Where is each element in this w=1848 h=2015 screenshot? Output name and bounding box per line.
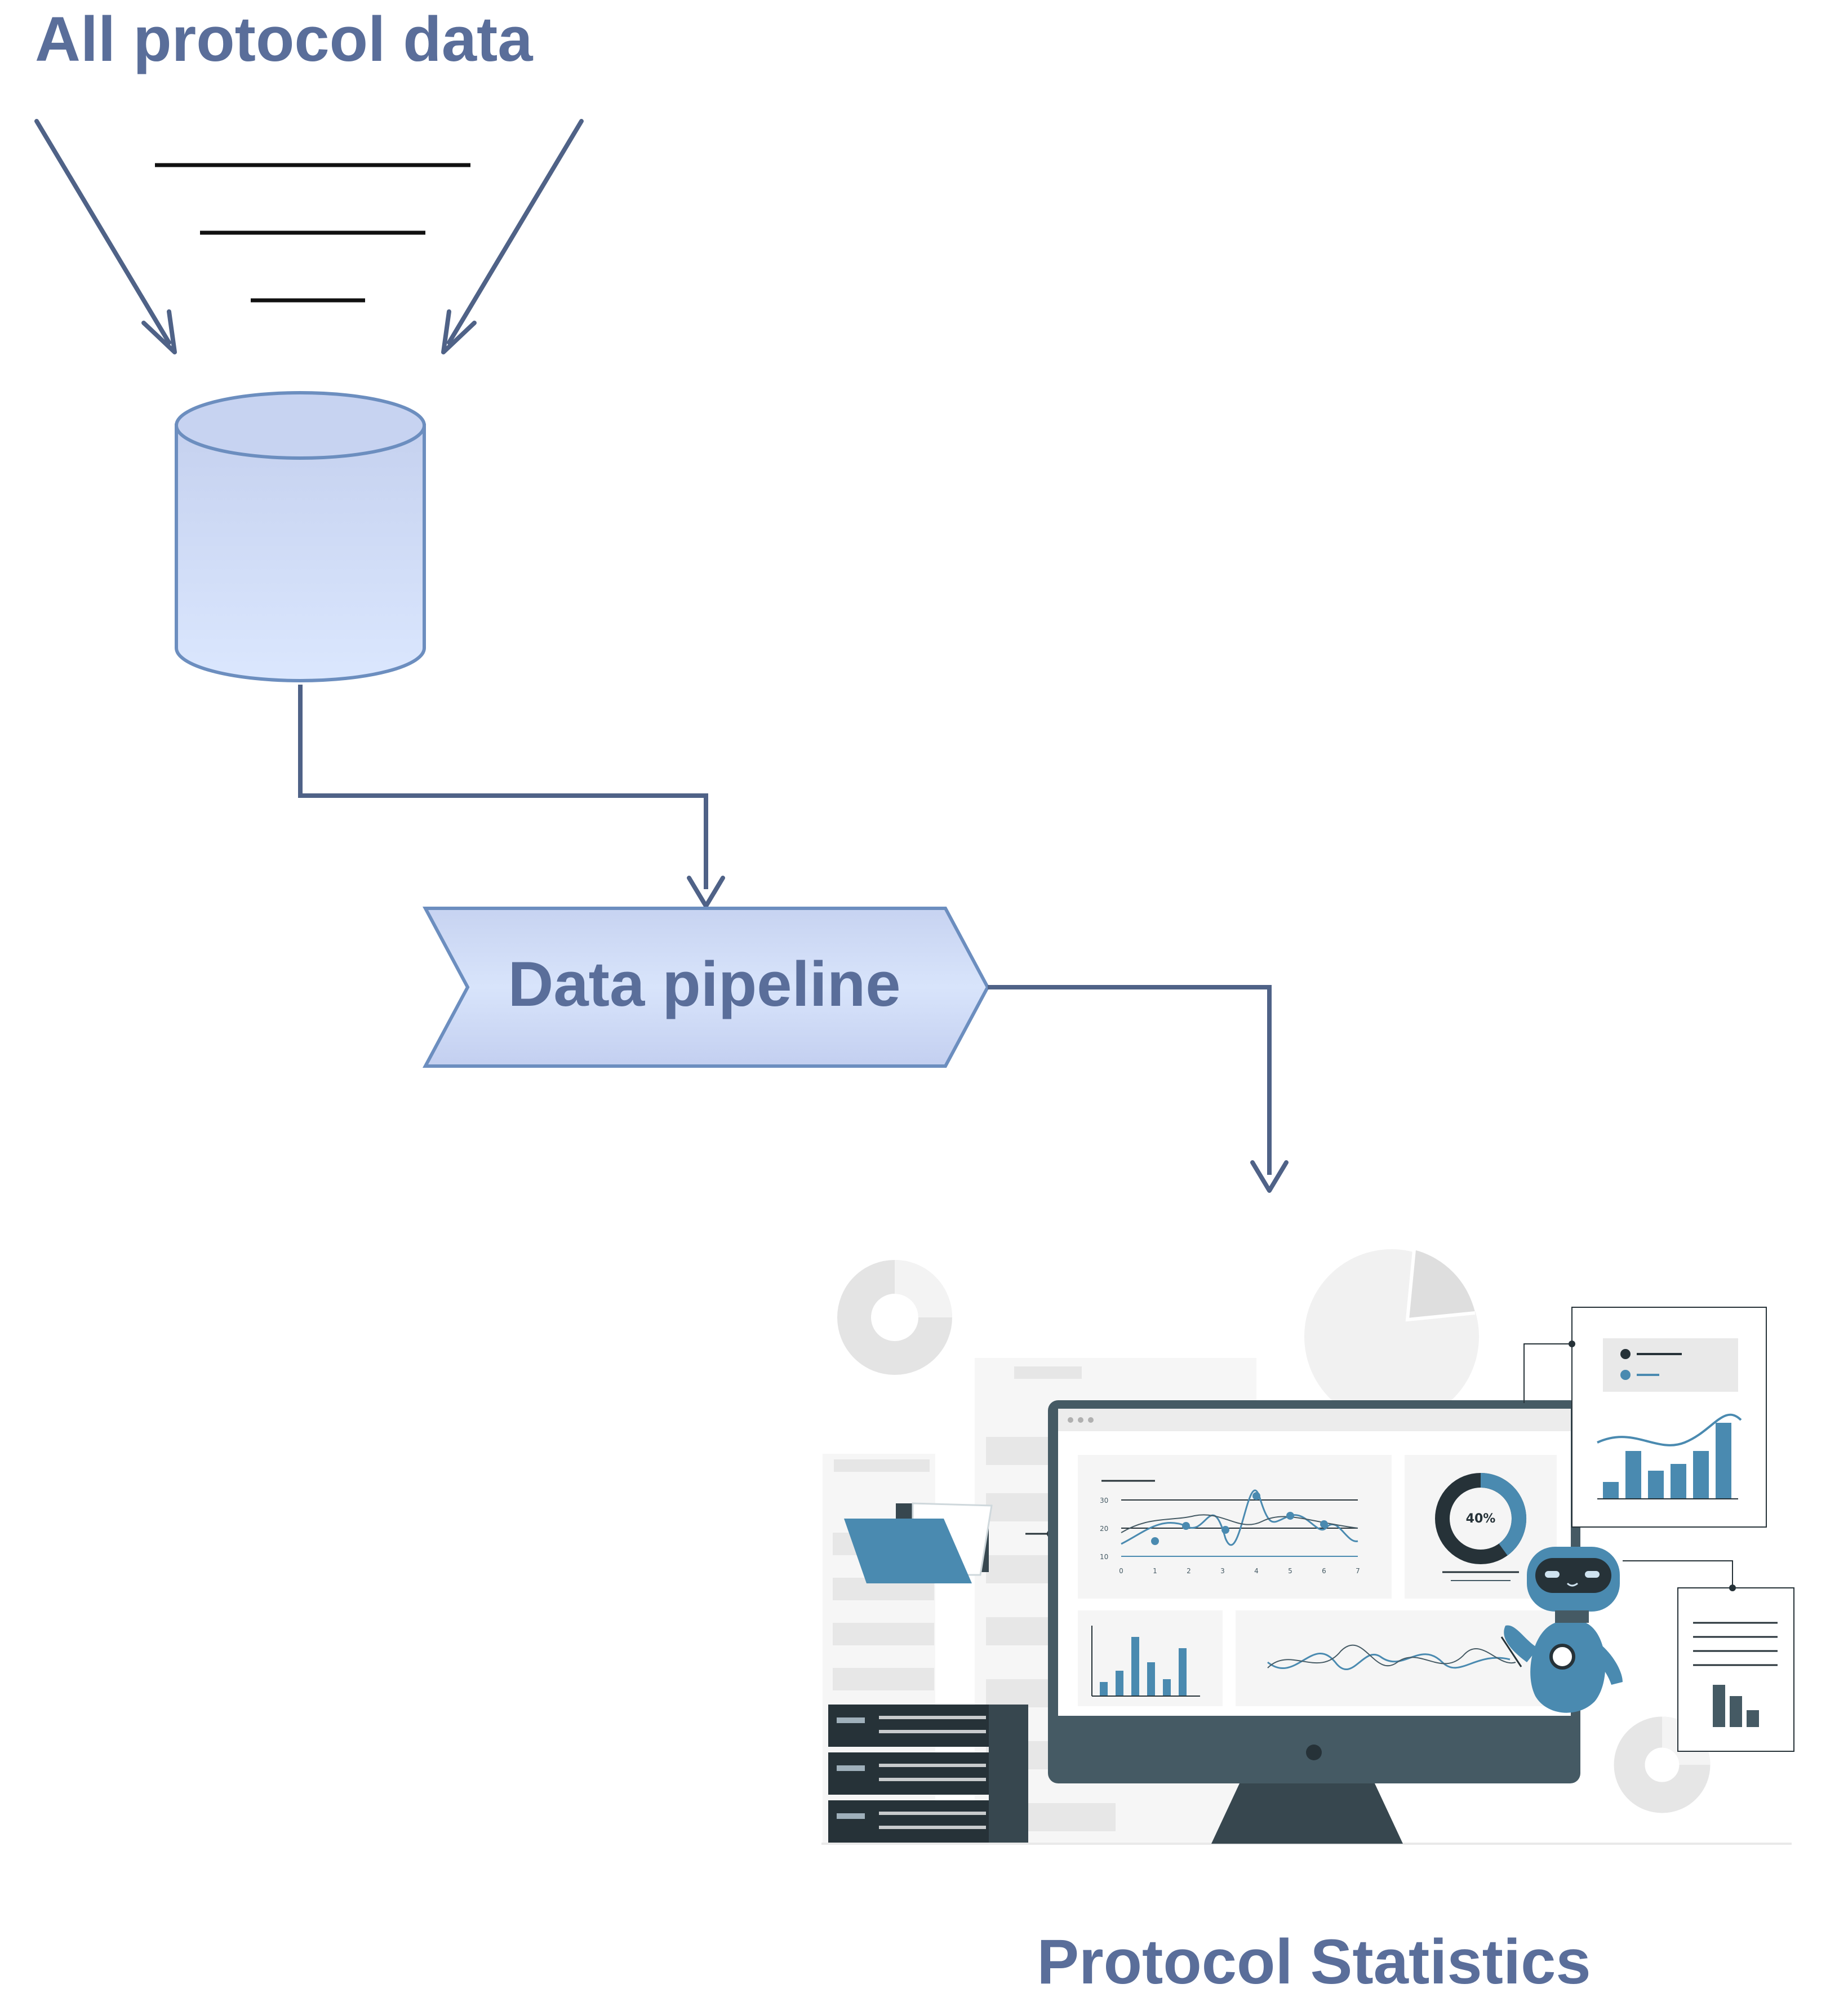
data-pipeline-step: Data pipeline <box>422 907 990 1068</box>
folder-icon <box>844 1502 1055 1583</box>
right-arrowhead <box>441 309 477 354</box>
bg-pie-chart <box>1304 1249 1479 1424</box>
pipeline-label: Data pipeline <box>508 949 900 1019</box>
x-tick-2: 2 <box>1187 1567 1191 1575</box>
right-input-arrow <box>447 119 584 345</box>
x-tick-4: 4 <box>1254 1567 1259 1575</box>
x-tick-5: 5 <box>1288 1567 1292 1575</box>
x-tick-6: 6 <box>1322 1567 1326 1575</box>
y-tick-10: 10 <box>1100 1553 1108 1561</box>
output-title: Protocol Statistics <box>1037 1927 1591 1997</box>
line-chart-x-ticks: 0 1 2 3 4 5 6 7 <box>1119 1567 1360 1575</box>
x-tick-1: 1 <box>1153 1567 1157 1575</box>
line-chart-y-ticks: 30 20 10 <box>1100 1497 1108 1561</box>
server-rack-icon <box>828 1705 1028 1843</box>
robot-icon <box>1500 1547 1623 1713</box>
database-icon <box>175 391 426 682</box>
bg-donut-chart <box>837 1260 952 1375</box>
y-tick-20: 20 <box>1100 1525 1108 1533</box>
left-arrowhead <box>141 309 177 354</box>
x-tick-7: 7 <box>1356 1567 1360 1575</box>
data-lines <box>155 163 470 303</box>
x-tick-3: 3 <box>1220 1567 1225 1575</box>
monitor-icon: 30 20 10 0 1 2 <box>1048 1400 1580 1844</box>
left-input-arrow <box>34 119 171 345</box>
donut-label: 40% <box>1466 1512 1496 1526</box>
input-title: All protocol data <box>35 4 533 74</box>
x-tick-0: 0 <box>1119 1567 1123 1575</box>
pipeline-to-stats-connector <box>988 985 1289 1193</box>
db-to-pipeline-connector <box>298 685 725 908</box>
statistics-illustration: 30 20 10 0 1 2 <box>821 1249 1794 1845</box>
y-tick-30: 30 <box>1100 1497 1108 1504</box>
input-arrows <box>34 119 584 354</box>
document-icon <box>1623 1560 1794 1752</box>
report-icon <box>1523 1307 1767 1528</box>
